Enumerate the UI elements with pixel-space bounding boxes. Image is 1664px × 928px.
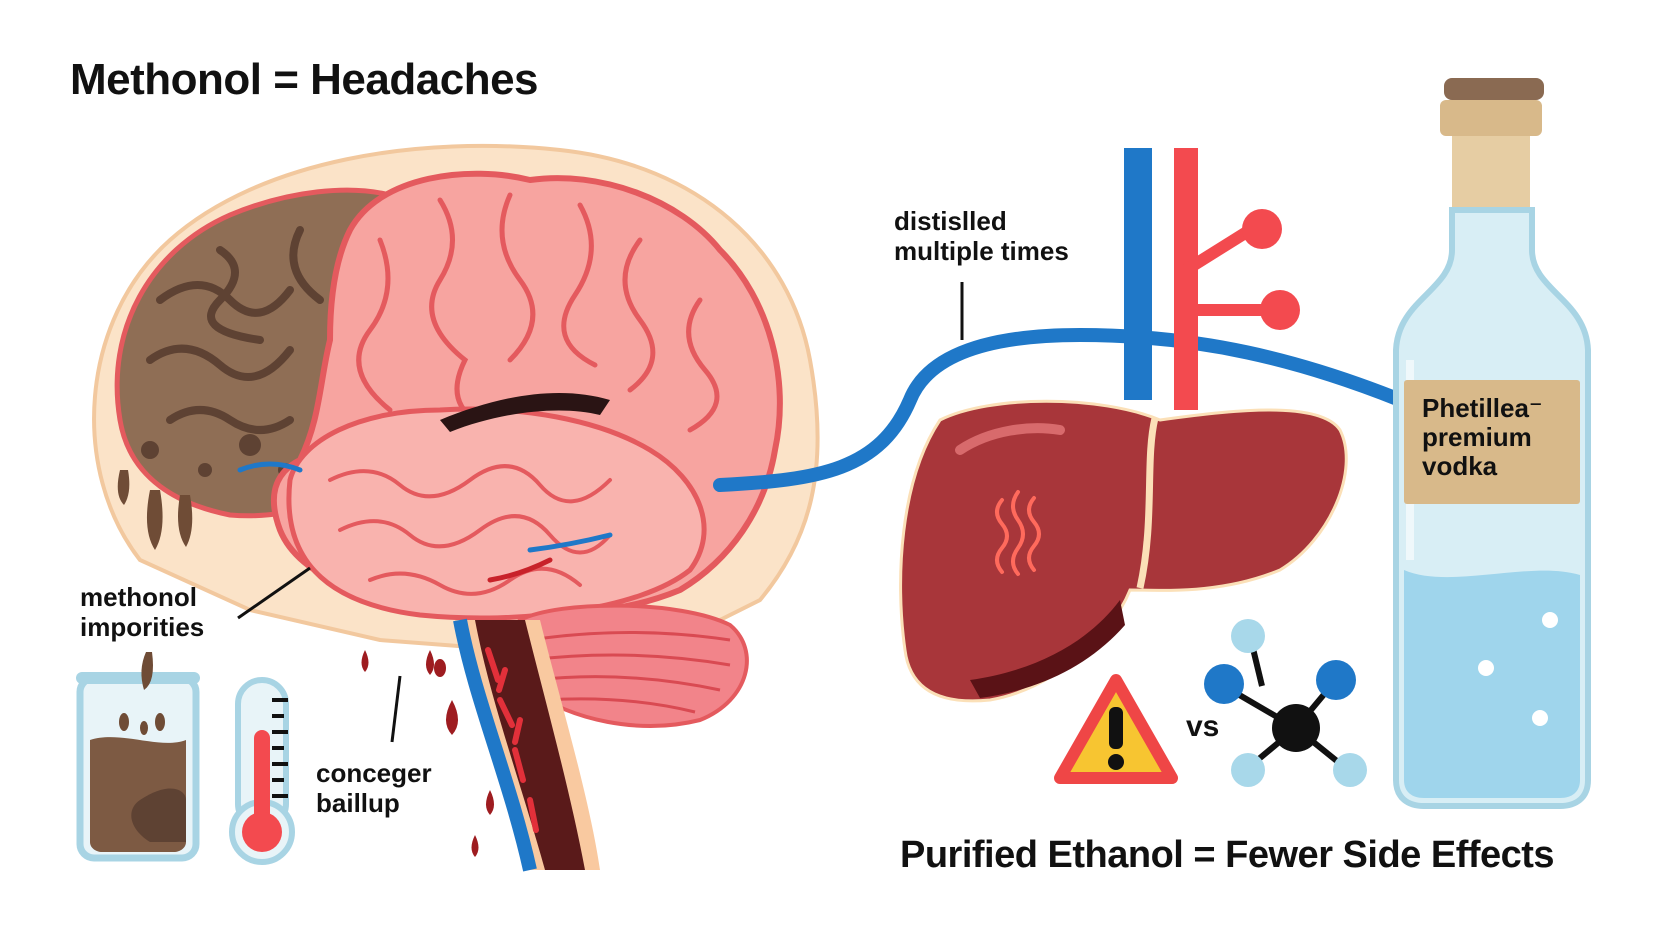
page-title: Methonol = Headaches — [70, 55, 539, 104]
brain-stem — [453, 618, 600, 872]
congener-label-line-1: conceger — [316, 758, 432, 788]
vs-label: vs — [1186, 710, 1220, 743]
distilled-label-line-1: distislled — [894, 206, 1007, 236]
methonol-pointer — [237, 566, 311, 620]
methonol-label-line-2: imporities — [80, 612, 205, 642]
methonol-label: methonol imporities — [80, 582, 204, 642]
congener-label: conceger baillup — [316, 758, 432, 818]
bottle-icon — [1393, 78, 1591, 809]
blood-drops — [361, 650, 494, 857]
brain-icon — [237, 170, 783, 621]
molecule-icon — [1204, 619, 1367, 787]
bottle-label-line-3: vodka — [1422, 451, 1498, 481]
bottle-label-text: Phetillea⁻ premium vodka — [1422, 394, 1543, 481]
methonol-label-line-1: methonol — [80, 582, 197, 612]
blood-vessels — [713, 148, 1407, 492]
bottle-label-line-2: premium — [1422, 422, 1532, 452]
congener-pointer — [390, 675, 402, 743]
bottle-label-line-1: Phetillea⁻ — [1422, 393, 1543, 423]
liver-icon — [899, 399, 1348, 703]
warning-icon — [1054, 674, 1178, 784]
congener-label-line-2: baillup — [316, 788, 400, 818]
bottom-caption: Purified Ethanol = Fewer Side Effects — [900, 834, 1555, 876]
bottle-label: Phetillea⁻ premium vodka — [1404, 380, 1580, 504]
distilled-label: distislled multiple times — [894, 206, 1069, 266]
beaker-icon — [76, 652, 200, 862]
thermometer-icon — [229, 677, 295, 865]
distilled-label-line-2: multiple times — [894, 236, 1069, 266]
